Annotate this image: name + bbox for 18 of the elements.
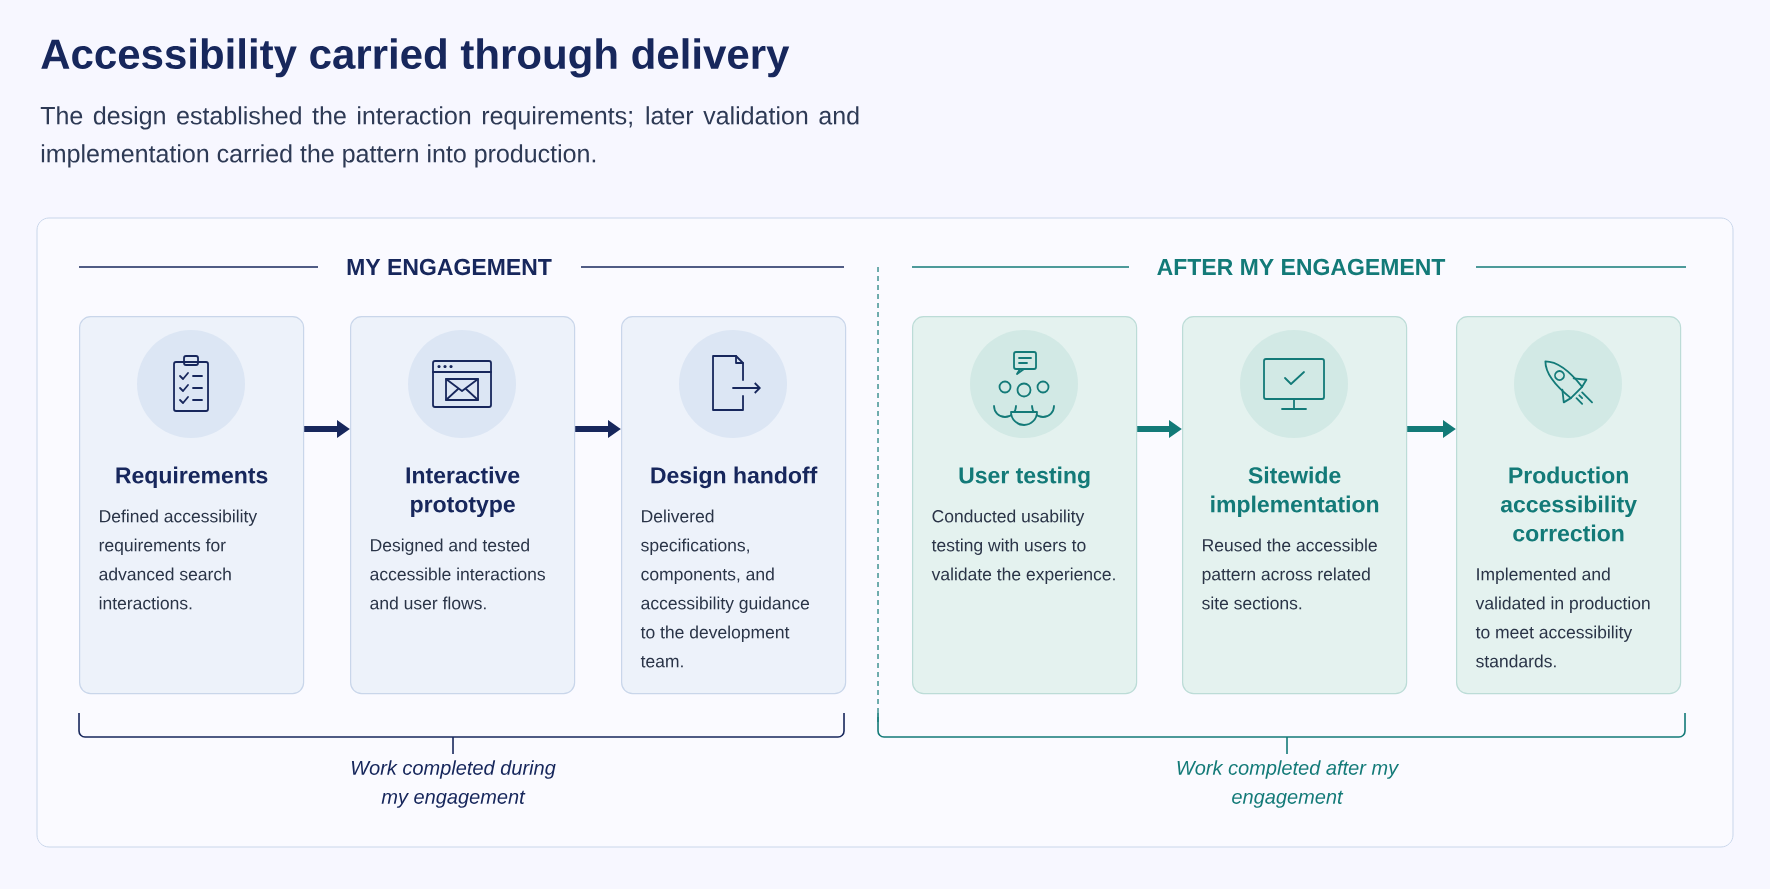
- card-text: Implemented and validated in production to meet accessibility standards.: [1475, 567, 1650, 668]
- card-text: Reused the accessible pattern across related site sections.: [1202, 538, 1377, 610]
- bracket-label: Work completed after my engagement: [1177, 760, 1400, 808]
- card-text: Conducted usability testing with users to validate the experience.: [931, 509, 1115, 584]
- card-title: Sitewide implementation: [1211, 466, 1379, 518]
- section-heading: MY ENGAGEMENT: [347, 258, 552, 276]
- section-heading: AFTER MY ENGAGEMENT: [1157, 258, 1446, 276]
- card-title: Production accessibility correction: [1500, 466, 1637, 542]
- card-title: Requirements: [116, 466, 268, 489]
- card-title: User testing: [959, 466, 1090, 489]
- card-text: Designed and tested accessible interactions and user flows.: [370, 538, 545, 610]
- card-text: Delivered specifications, components, and accessibility guidance to the development team.: [640, 509, 810, 668]
- title: Accessibility carried through delivery: [41, 38, 790, 78]
- bracket-label: Work completed during my engagement: [351, 760, 556, 808]
- subtitle: The design established the interaction requirements; later validation and implementation carried the pattern into production.: [40, 106, 859, 168]
- card-title: Design handoff: [651, 466, 818, 489]
- card-text: Defined accessibility requirements for advanced search interactions.: [99, 509, 258, 610]
- card-title: Interactive prototype: [406, 466, 520, 518]
